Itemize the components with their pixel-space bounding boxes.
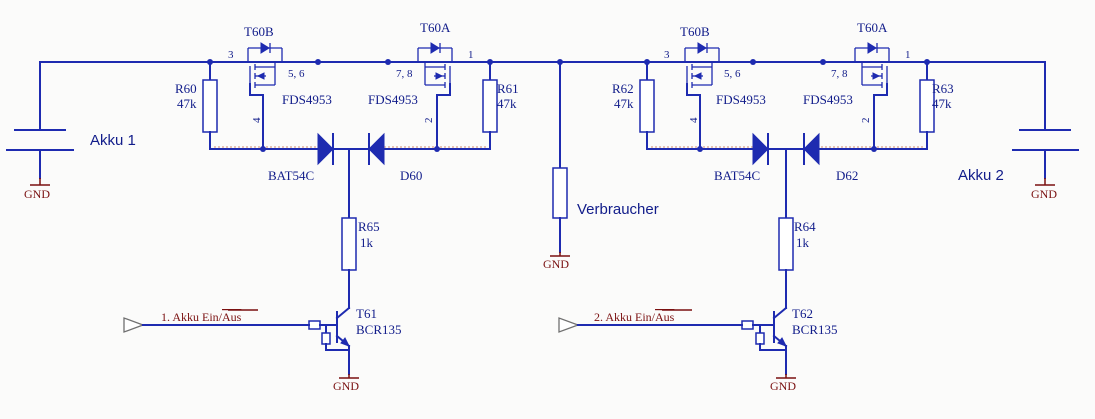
mosfet-t60a: [417, 42, 453, 150]
ground-symbol: [1035, 178, 1055, 186]
r64-value: 1k: [796, 235, 810, 250]
r63-value: 47k: [932, 96, 952, 111]
main-bus-wire: [39, 61, 1046, 131]
bcr135-label: BCR135: [792, 322, 838, 337]
pin-label: 3: [228, 49, 234, 61]
load-verbraucher: [552, 167, 568, 219]
ground-symbol: [339, 374, 359, 379]
bat54c-label: BAT54C: [268, 168, 314, 183]
pin-label: 1: [468, 49, 474, 61]
pin-label: 7, 8: [396, 68, 413, 80]
akku2-label: Akku 2: [958, 167, 1004, 184]
pin-label: 2: [860, 118, 872, 124]
t61-label: T61: [356, 306, 377, 321]
ground-symbol: [30, 178, 50, 186]
input-label-akku1: 1. Akku Ein/Aus: [161, 310, 242, 324]
r60-value: 47k: [177, 96, 197, 111]
t62-label: T62: [792, 306, 813, 321]
fds-label: FDS4953: [368, 92, 418, 107]
ground-label: GND: [770, 379, 796, 393]
junction-dot: [871, 146, 877, 152]
d60-label: D60: [400, 168, 422, 183]
input-label-akku2: 2. Akku Ein/Aus: [594, 310, 675, 324]
d62-label: D62: [836, 168, 858, 183]
junction-dot: [644, 59, 650, 65]
ground-label: GND: [1031, 187, 1057, 201]
pin-label: 1: [905, 49, 911, 61]
resistor-r60: [202, 79, 218, 133]
t60a-label: T60A: [857, 20, 888, 35]
diode-pair-left: [317, 132, 385, 219]
resistor-r64: [778, 217, 794, 271]
pin-label: 5, 6: [724, 68, 741, 80]
fds-label: FDS4953: [803, 92, 853, 107]
junction-dot: [434, 146, 440, 152]
transistor-t62: [741, 306, 788, 375]
r65-label: R65: [358, 219, 380, 234]
r61-value: 47k: [497, 96, 517, 111]
t60b-label: T60B: [244, 24, 274, 39]
junction-dot: [315, 59, 321, 65]
fds-label: FDS4953: [282, 92, 332, 107]
pin-label: 4: [688, 117, 700, 123]
pin-label: 4: [251, 117, 263, 123]
resistor-r61: [482, 79, 498, 133]
mosfet-t60b: [684, 42, 720, 150]
r62-label: R62: [612, 81, 634, 96]
resistor-r62: [639, 79, 655, 133]
r60-label: R60: [175, 81, 197, 96]
resistor-r65: [341, 217, 357, 271]
input-port-akku1: [123, 317, 145, 333]
ground-label: GND: [543, 257, 569, 271]
mosfet-t60a: [854, 42, 890, 150]
t60a-label: T60A: [420, 20, 451, 35]
diode-pair-right: [752, 132, 820, 219]
verbraucher-label: Verbraucher: [577, 201, 659, 218]
bcr135-label: BCR135: [356, 322, 402, 337]
r64-label: R64: [794, 219, 816, 234]
junction-dot: [260, 146, 266, 152]
ground-symbol: [550, 252, 570, 257]
battery-akku2: [1012, 129, 1079, 179]
junction-dot: [385, 59, 391, 65]
r62-value: 47k: [614, 96, 634, 111]
r61-label: R61: [497, 81, 519, 96]
fds-label: FDS4953: [716, 92, 766, 107]
t60b-label: T60B: [680, 24, 710, 39]
ground-label: GND: [333, 379, 359, 393]
transistor-t61: [308, 306, 351, 375]
mosfet-t60b: [247, 42, 283, 150]
junction-dot: [750, 59, 756, 65]
ground-label: GND: [24, 187, 50, 201]
r63-label: R63: [932, 81, 954, 96]
junction-dot: [557, 59, 563, 65]
junction-dot: [207, 59, 213, 65]
pin-label: 5, 6: [288, 68, 305, 80]
junction-dot: [924, 59, 930, 65]
bat54c-label: BAT54C: [714, 168, 760, 183]
input-port-akku2: [558, 317, 580, 333]
junction-dot: [487, 59, 493, 65]
pin-label: 3: [664, 49, 670, 61]
ground-symbol: [776, 374, 796, 379]
junction-dot: [697, 146, 703, 152]
junction-dot: [820, 59, 826, 65]
pin-label: 7, 8: [831, 68, 848, 80]
pin-label: 2: [423, 118, 435, 124]
akku1-label: Akku 1: [90, 132, 136, 149]
battery-akku1: [6, 129, 74, 179]
r65-value: 1k: [360, 235, 374, 250]
